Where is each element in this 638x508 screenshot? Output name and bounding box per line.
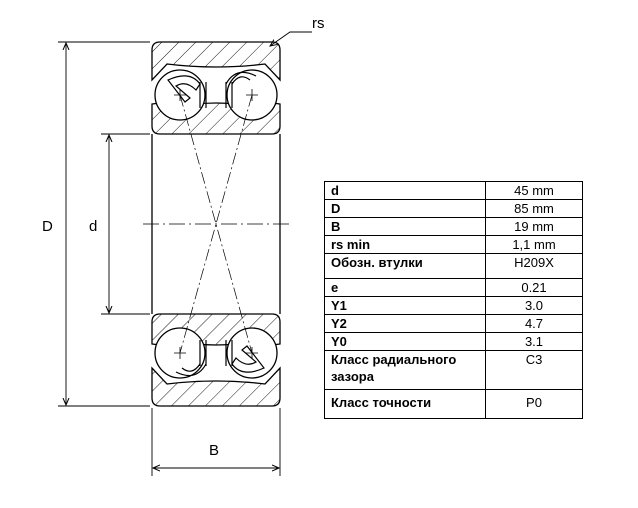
table-row: B 19 mm	[324, 217, 583, 236]
label-B: B	[209, 442, 219, 459]
table-row: Y0 3.1	[324, 332, 583, 351]
label-D: D	[42, 218, 53, 235]
spec-key: e	[324, 278, 486, 297]
spec-value: H209X	[485, 253, 583, 279]
table-row: Обозн. втулки H209X	[324, 253, 583, 279]
spec-key: Класс точности	[324, 389, 486, 419]
spec-value: 85 mm	[485, 199, 583, 218]
spec-value: 19 mm	[485, 217, 583, 236]
cage-bottom	[175, 340, 265, 377]
dimension-d	[101, 133, 150, 315]
spec-value: 0.21	[485, 278, 583, 297]
spec-key: Y1	[324, 296, 486, 315]
spec-key: D	[324, 199, 486, 218]
dimension-B	[151, 408, 281, 476]
outer-ring-top	[151, 41, 281, 82]
rs-leader	[270, 31, 312, 46]
table-row: d 45 mm	[324, 181, 583, 200]
spec-value: C3	[485, 350, 583, 390]
cage-top	[167, 71, 257, 108]
table-row: D 85 mm	[324, 199, 583, 218]
spec-key: B	[324, 217, 486, 236]
label-d: d	[89, 218, 97, 235]
spec-value: 3.1	[485, 332, 583, 351]
spec-value: 45 mm	[485, 181, 583, 200]
outer-ring-bottom	[151, 366, 281, 407]
table-row: Y1 3.0	[324, 296, 583, 315]
label-rs: rs	[312, 15, 325, 32]
table-row: rs min 1,1 mm	[324, 235, 583, 254]
contact-line-2	[179, 94, 253, 354]
table-row: Класс точности P0	[324, 389, 583, 419]
dimension-D	[58, 41, 150, 407]
spec-key: Обозн. втулки	[324, 253, 486, 279]
spec-key: d	[324, 181, 486, 200]
spec-value: 3.0	[485, 296, 583, 315]
spec-value: 4.7	[485, 314, 583, 333]
spec-key: Класс радиального зазора	[324, 350, 486, 390]
contact-line-1	[179, 94, 253, 354]
table-row: Класс радиального зазора C3	[324, 350, 583, 390]
table-row: Y2 4.7	[324, 314, 583, 333]
spec-key: Y0	[324, 332, 486, 351]
spec-value: P0	[485, 389, 583, 419]
spec-table: d 45 mm D 85 mm B 19 mm rs min 1,1 mm Об…	[324, 181, 583, 419]
spec-value: 1,1 mm	[485, 235, 583, 254]
spec-key: rs min	[324, 235, 486, 254]
table-row: e 0.21	[324, 278, 583, 297]
spec-key: Y2	[324, 314, 486, 333]
